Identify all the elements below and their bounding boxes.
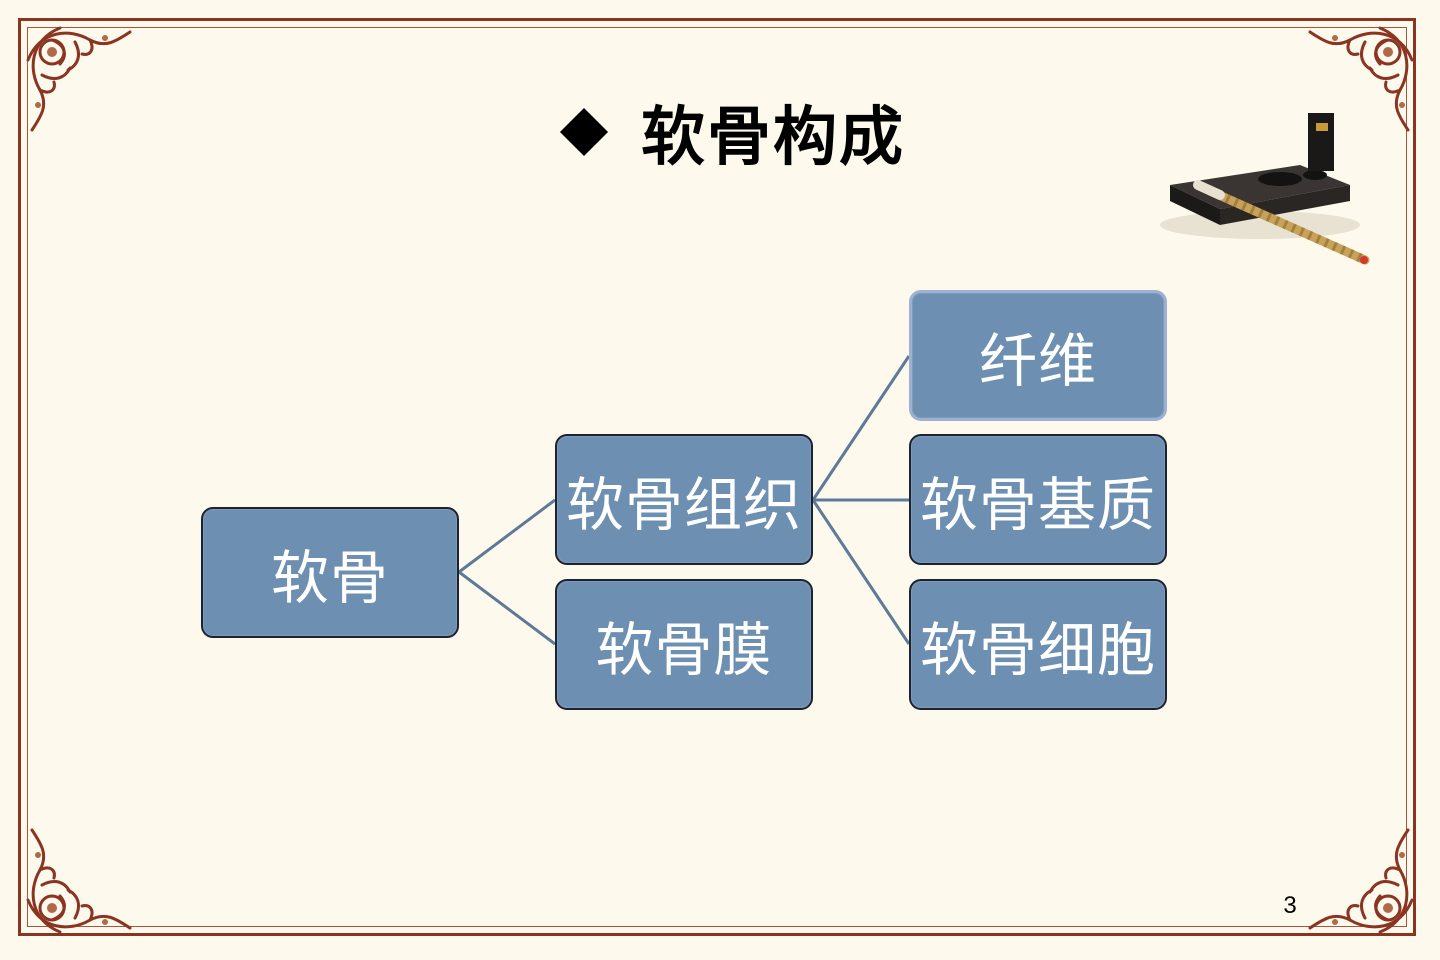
ornate-corner-icon xyxy=(1300,820,1420,940)
page-number: 3 xyxy=(1283,892,1297,919)
ornate-corner-icon xyxy=(20,820,140,940)
node-perichondrium: 软骨膜 xyxy=(555,579,813,710)
node-cartilage-tissue: 软骨组织 xyxy=(555,434,813,565)
connector-tissue-cell xyxy=(811,499,911,645)
connector-root-membrane xyxy=(458,570,556,646)
connector-root-tissue xyxy=(458,498,556,574)
connector-tissue-fiber xyxy=(811,355,911,501)
slide-title: 软骨构成 xyxy=(555,92,905,175)
border-frame-outer xyxy=(18,18,1416,936)
border-frame-inner xyxy=(27,27,1407,927)
ornate-corner-icon xyxy=(20,20,140,140)
node-fiber: 纤维 xyxy=(909,290,1167,421)
node-chondrocyte: 软骨细胞 xyxy=(909,579,1167,710)
node-cartilage-matrix: 软骨基质 xyxy=(909,434,1167,565)
title-text: 软骨构成 xyxy=(641,101,905,175)
node-cartilage: 软骨 xyxy=(201,507,459,638)
ornate-corner-icon xyxy=(1300,20,1420,140)
inkstone-brush-icon xyxy=(1160,113,1370,265)
